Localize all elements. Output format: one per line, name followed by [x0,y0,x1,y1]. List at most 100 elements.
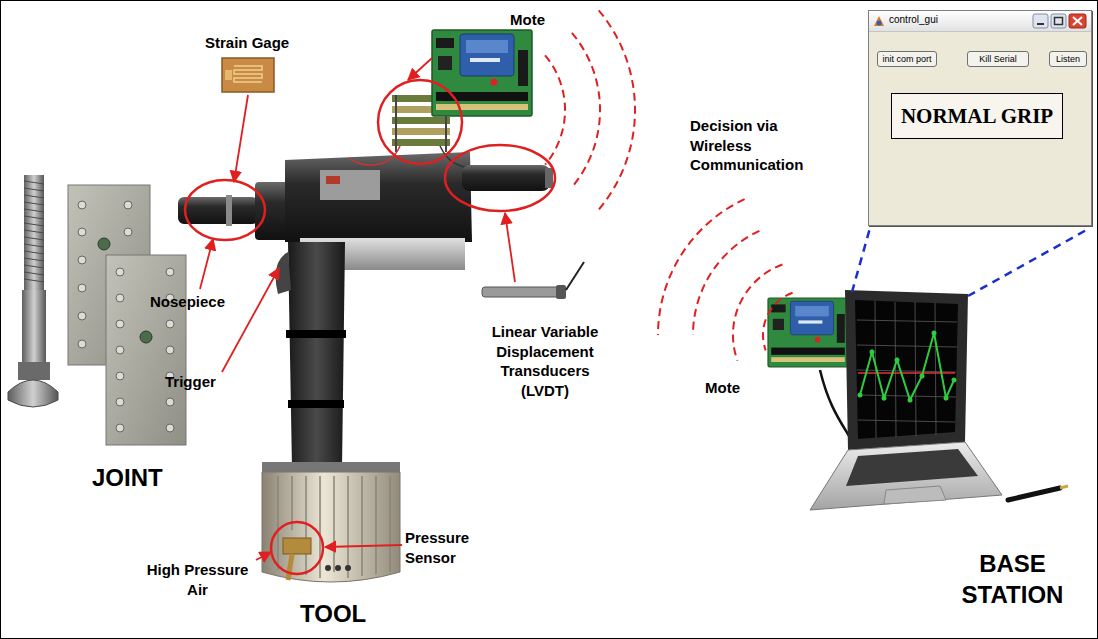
dot [335,565,341,571]
fastener [140,331,152,343]
chart-grid [858,395,956,397]
strain-gage-picture [234,66,262,82]
button-text: Listen [1056,54,1080,64]
thread-lines [24,202,44,205]
plate-hole [116,294,124,302]
plate-hole [116,424,124,432]
gui-button: Kill Serial [967,51,1029,67]
zoom-line [968,228,1090,296]
status-display: NORMAL GRIP [891,93,1063,139]
keyboard [846,449,978,486]
part-label: Pressure Sensor [405,528,485,567]
section-label: BASE STATION [935,548,1090,610]
wireless-wave [545,10,793,360]
collar [255,182,289,240]
thread-lines [24,230,44,233]
app-icon [872,14,886,28]
chart-grid [857,301,957,438]
sensor-board-stack [392,117,450,124]
app-icon [877,21,882,26]
leader-line [505,213,515,282]
canister-ribs [333,476,335,572]
air-pipe [288,554,292,580]
strain-gage-picture [225,70,232,80]
lvdt-picture [482,287,560,297]
part-label: High Pressure Air [140,560,255,599]
lvdt-picture [556,285,566,299]
plate-hole [116,268,124,276]
lvdt-cap [545,168,553,188]
part-label: Mote [510,10,545,30]
bolt-shank [22,290,46,365]
laptop-base [810,442,1002,510]
pressure-fitting [283,538,311,554]
canister-ribs [375,476,377,574]
status-text: NORMAL GRIP [901,104,1053,129]
plate-hole [166,268,174,276]
name-plate-mark [326,176,340,184]
plate [106,255,186,445]
thread-lines [24,251,44,254]
close-button [1073,17,1082,25]
touchpad [884,486,946,504]
canister-ribs [389,476,391,572]
dot [325,565,331,571]
chart-points [882,396,887,401]
part-label: Nosepiece [150,292,225,312]
maximize-button [1055,18,1063,25]
chart-grid [858,420,955,422]
chart-points [895,358,900,363]
strain-gage-picture [222,58,274,92]
chart-points [870,350,875,355]
plate-hole [116,346,124,354]
chart-grid [935,303,936,435]
handle [288,242,345,468]
plate-hole [166,346,174,354]
wireless-wave [733,265,782,361]
chart-grid [857,345,957,347]
zoom-line [852,228,870,292]
strap [286,330,346,338]
canister-ribs [305,476,307,575]
plate-hole [78,201,86,209]
sensor-board-stack [395,95,397,152]
leader-line [408,58,432,80]
chart-points [858,331,957,403]
fastener [98,238,110,250]
bolt-head [8,380,58,407]
thread-lines [24,272,44,275]
nosepiece [178,197,258,224]
wireless-wave [693,231,759,335]
plate-hole [116,372,124,380]
maximize-button [1051,14,1066,28]
thread-lines [24,188,44,191]
window-title: control_gui [889,14,938,25]
wireless-wave [763,293,793,351]
window-controls [1032,13,1088,29]
part-label: Mote [705,378,740,398]
plate-hole [78,256,86,264]
plate-hole [166,424,174,432]
strap [288,400,344,408]
leader-line [200,58,515,560]
plate-hole [78,340,86,348]
section-label: JOINT [92,462,163,493]
sensor-board-stack [392,128,450,135]
lvdt-picture [566,262,584,290]
mote-picture [768,298,848,367]
chart-points [952,378,957,383]
chart-points [944,396,949,401]
wireless-wave [599,10,635,209]
thread-lines [24,181,44,184]
section-label: TOOL [300,598,366,629]
canister-ribs [277,476,279,570]
callout-circle [378,80,462,164]
close-button [1069,14,1086,28]
gage-ring [226,195,232,226]
chart-grid [895,302,896,437]
chart-grid [915,302,916,436]
thread-lines [24,223,44,226]
canister-ribs [278,476,390,578]
thread-lines [24,279,44,282]
